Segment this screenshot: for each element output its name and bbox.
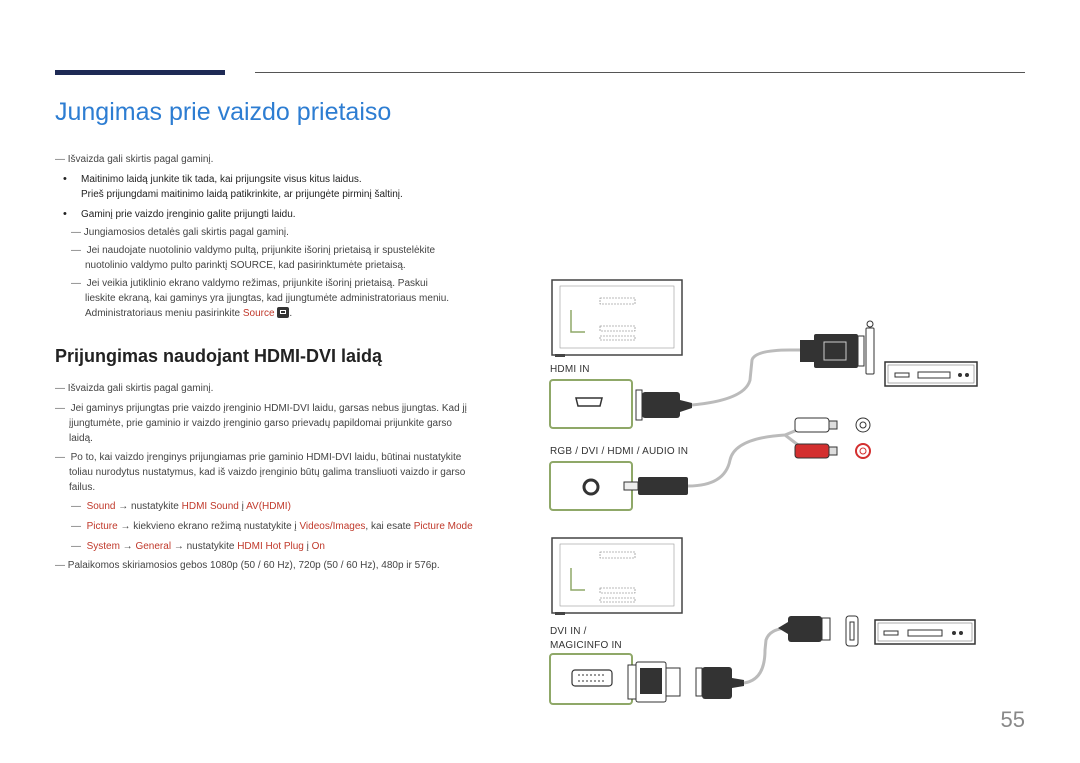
audio-in-port [549,461,633,511]
settings-list: Sound → nustatykite HDMI Sound į AV(HDMI… [55,499,525,554]
connection-diagram [549,279,978,705]
note-resolutions: Palaikomos skiriamosios gebos 1080p (50 … [55,558,525,573]
label-audio-in: RGB / DVI / HDMI / AUDIO IN [550,446,689,457]
header-rule-thin [255,72,1025,73]
hdmi-in-port [549,379,633,429]
note-appearance: Išvaizda gali skirtis pagal gaminį. [55,152,525,167]
video-device-top [884,361,978,387]
hdmi-cable [635,348,802,421]
note-settings: Po to, kai vaizdo įrenginys prijungiamas… [55,450,525,495]
label-dvi-in: DVI IN / [550,626,587,637]
note-appearance-2: Išvaizda gali skirtis pagal gaminį. [55,381,525,396]
setting-picture: Picture → kiekvieno ekrano režimą nustat… [71,519,525,534]
dvi-connector-top [800,320,875,375]
bullet-connect: Gaminį prie vaizdo įrenginio galite prij… [55,207,525,222]
page-title: Jungimas prie vaizdo prietaiso [55,98,392,126]
bullet-power: Maitinimo laidą junkite tik tada, kai pr… [55,172,525,202]
note-audio: Jei gaminys prijungtas prie vaizdo įreng… [55,401,525,446]
section-heading: Prijungimas naudojant HDMI-DVI laidą [55,346,383,366]
page-number: 55 [1000,707,1025,732]
monitor-back-bottom [551,537,683,615]
source-icon [277,307,290,318]
monitor-back-top [551,279,683,357]
section-2: Išvaizda gali skirtis pagal gaminį. Jei … [55,381,525,573]
hdmi-connector-bottom [778,615,859,647]
source-menu-item: Source [242,308,275,319]
header-rule-thick [55,70,225,75]
dvi-cable [627,626,791,703]
label-magicinfo-in: MAGICINFO IN [550,640,622,651]
sub-notes: Jungiamosios detalės gali skirtis pagal … [55,225,525,321]
sub-note-touch: Jei veikia jutiklinio ekrano valdymo rež… [71,276,525,321]
dvi-in-port [549,653,633,705]
setting-system: System → General → nustatykite HDMI Hot … [71,539,525,554]
label-hdmi-in: HDMI IN [550,364,590,375]
sub-note-parts: Jungiamosios detalės gali skirtis pagal … [71,225,525,240]
video-device-bottom [874,619,976,645]
audio-cable [623,417,871,495]
sub-note-remote: Jei naudojate nuotolinio valdymo pultą, … [71,243,525,273]
setting-sound: Sound → nustatykite HDMI Sound į AV(HDMI… [71,499,525,514]
section-1: Išvaizda gali skirtis pagal gaminį. Mait… [55,152,525,321]
